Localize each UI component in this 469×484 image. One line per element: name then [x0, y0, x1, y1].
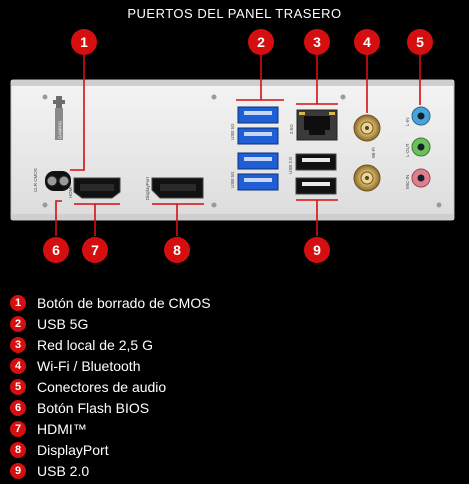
usb-5g-top-label: USB 5G [230, 123, 235, 140]
usb-5g-bottom-label: USB 5G [230, 171, 235, 188]
legend-number-badge: 9 [10, 462, 26, 479]
line-in-label: L-IN [405, 117, 410, 126]
legend-item: 9 USB 2.0 [10, 460, 450, 481]
legend-label: Conectores de audio [37, 378, 167, 395]
hdmi-label: HDMI [68, 187, 73, 199]
legend-label: USB 5G [37, 315, 89, 332]
callout-number: 2 [257, 34, 265, 50]
usb-5g-port-stack [237, 106, 279, 191]
callout-badge-3: 3 [304, 29, 330, 55]
clr-cmos-label: CLR CMOS [33, 168, 38, 192]
legend-number-badge: 5 [10, 378, 26, 395]
callout-number: 5 [416, 34, 424, 50]
lan-label: 2.5G [289, 124, 294, 134]
legend-number-badge: 6 [10, 399, 26, 416]
usb-20-label: USB 2.0 [288, 157, 293, 174]
callout-badge-8: 8 [164, 237, 190, 263]
callout-number: 7 [91, 242, 99, 258]
wifi-antenna-connector[interactable] [353, 164, 381, 192]
callout-number: 8 [173, 242, 181, 258]
legend-item: 1 Botón de borrado de CMOS [10, 292, 450, 313]
callout-badge-2: 2 [248, 29, 274, 55]
legend-number-badge: 3 [10, 336, 26, 353]
callout-number: 6 [52, 242, 60, 258]
legend-label: Wi-Fi / Bluetooth [37, 357, 141, 374]
audio-jack-line-out[interactable] [411, 137, 431, 157]
mic-in-label: MIC-IN [405, 175, 410, 189]
legend-label: DisplayPort [37, 441, 109, 458]
callout-leaders [55, 51, 421, 236]
audio-jack-mic-in[interactable] [411, 168, 431, 188]
legend-label: HDMI™ [37, 420, 87, 437]
legend-item: 8 DisplayPort [10, 439, 450, 460]
legend-item: 3 Red local de 2,5 G [10, 334, 450, 355]
legend-number-badge: 7 [10, 420, 26, 437]
legend-number-badge: 4 [10, 357, 26, 374]
callout-badge-9: 9 [304, 237, 330, 263]
diagram-title: PUERTOS DEL PANEL TRASERO [127, 6, 342, 21]
legend-label: Botón Flash BIOS [37, 399, 150, 416]
legend-item: 6 Botón Flash BIOS [10, 397, 450, 418]
callout-number: 1 [80, 34, 88, 50]
gaming-logo-icon: GAMING [53, 96, 65, 140]
legend-label: USB 2.0 [37, 462, 90, 479]
callout-number: 3 [313, 34, 321, 50]
clr-cmos-button[interactable] [46, 175, 58, 187]
gaming-label: GAMING [58, 120, 63, 139]
wifi-label: Wi-Fi [371, 148, 376, 159]
callout-number: 4 [363, 34, 371, 50]
legend-item: 5 Conectores de audio [10, 376, 450, 397]
audio-jack-line-in[interactable] [411, 106, 431, 126]
displayport-label: DisplayPort [145, 176, 150, 200]
legend-item: 7 HDMI™ [10, 418, 450, 439]
callout-badge-6: 6 [43, 237, 69, 263]
wifi-antenna-connector[interactable] [353, 114, 381, 142]
line-out-label: L-OUT [405, 143, 410, 157]
legend-list: 1 Botón de borrado de CMOS 2 USB 5G 3 Re… [10, 292, 450, 481]
legend-item: 4 Wi-Fi / Bluetooth [10, 355, 450, 376]
legend-label: Red local de 2,5 G [37, 336, 153, 353]
io-shield-plate [10, 79, 455, 221]
legend-item: 2 USB 5G [10, 313, 450, 334]
callout-badge-7: 7 [82, 237, 108, 263]
legend-number-badge: 8 [10, 441, 26, 458]
legend-number-badge: 1 [10, 294, 26, 311]
callout-badge-4: 4 [354, 29, 380, 55]
callout-badge-5: 5 [407, 29, 433, 55]
callout-badge-1: 1 [71, 29, 97, 55]
callout-number: 9 [313, 242, 321, 258]
legend-number-badge: 2 [10, 315, 26, 332]
legend-label: Botón de borrado de CMOS [37, 294, 211, 311]
flash-bios-button[interactable] [58, 175, 70, 187]
